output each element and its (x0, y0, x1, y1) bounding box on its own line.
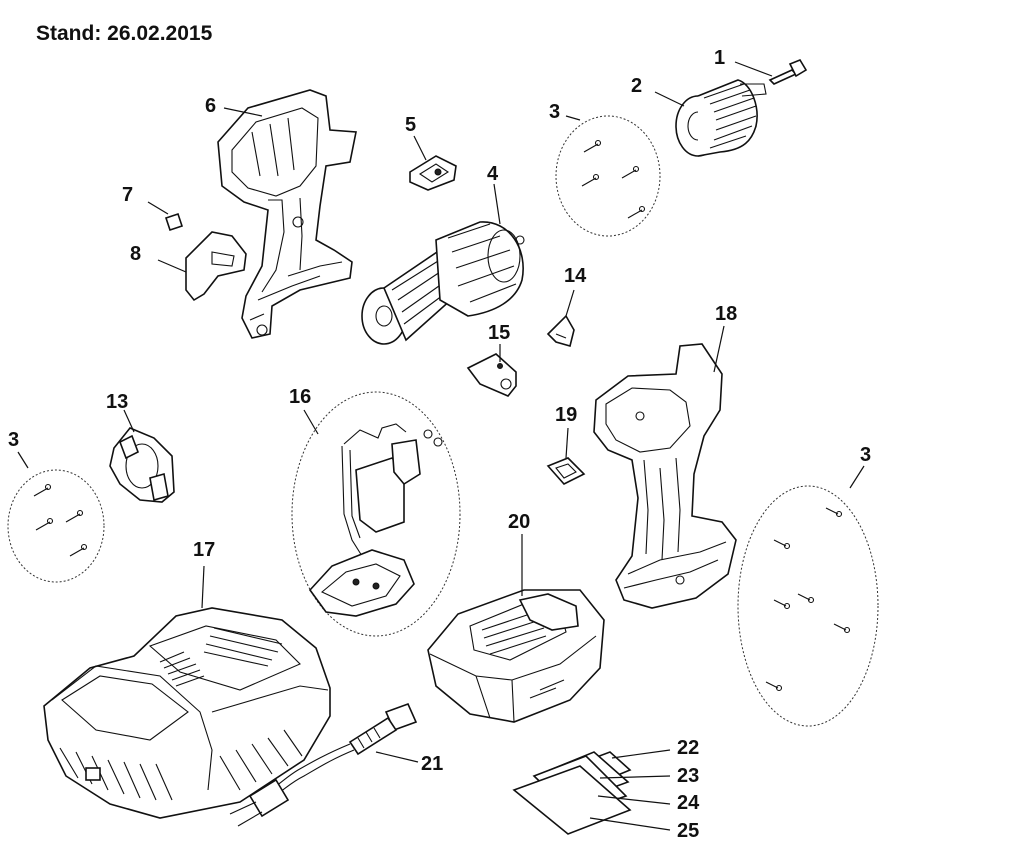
part-4-motor-gearbox-drawing (361, 183, 525, 345)
parts-22-25-leaflets-drawing (512, 749, 671, 835)
part-label-20: 20 (508, 511, 530, 533)
part-label-7: 7 (122, 184, 133, 206)
part-1-screw-drawing (734, 59, 808, 85)
part-label-15: 15 (488, 322, 510, 344)
part-18-housing-half-drawing (593, 325, 737, 609)
part-20-battery-pack-drawing (427, 534, 605, 723)
part-label-25: 25 (677, 820, 699, 842)
part-label-19: 19 (555, 404, 577, 426)
part-label-13: 13 (106, 391, 128, 413)
part-label-5: 5 (405, 114, 416, 136)
part-15-clip-drawing (466, 344, 517, 397)
part-6-housing-half-drawing (217, 89, 357, 339)
part-label-8: 8 (130, 243, 141, 265)
part-label-21: 21 (421, 753, 443, 775)
part-label-16: 16 (289, 386, 311, 408)
part-label-4: 4 (487, 163, 499, 185)
part-label-2: 2 (631, 75, 642, 97)
part-label-6: 6 (205, 95, 216, 117)
part-21-power-cable-drawing (229, 702, 419, 827)
part-3-screw-set-right (737, 465, 879, 727)
part-label-24: 24 (677, 792, 700, 814)
part-label-14: 14 (564, 265, 587, 287)
part-19-tag-drawing (546, 427, 586, 485)
part-label-17: 17 (193, 539, 215, 561)
stand-date-header: Stand: 26.02.2015 (36, 22, 213, 45)
part-label-1: 1 (714, 47, 725, 69)
part-label-22: 22 (677, 737, 699, 759)
part-16-switch-assembly (291, 391, 461, 637)
part-8-bracket-drawing (157, 231, 247, 302)
part-label-3: 3 (8, 429, 19, 451)
part-3-screw-set-left (7, 451, 105, 583)
part-3-screw-set-top (555, 115, 661, 237)
part-2-chuck-drawing (654, 79, 767, 157)
part-7-small-screw-drawing (147, 201, 184, 232)
part-label-18: 18 (715, 303, 737, 325)
part-14-wedge-drawing (546, 289, 575, 347)
part-13-gear-ring-drawing (109, 409, 175, 503)
part-label-3: 3 (860, 444, 871, 466)
part-label-3: 3 (549, 101, 560, 123)
part-17-charger-drawing (43, 565, 331, 819)
part-5-plate-drawing (409, 135, 457, 191)
part-label-23: 23 (677, 765, 699, 787)
